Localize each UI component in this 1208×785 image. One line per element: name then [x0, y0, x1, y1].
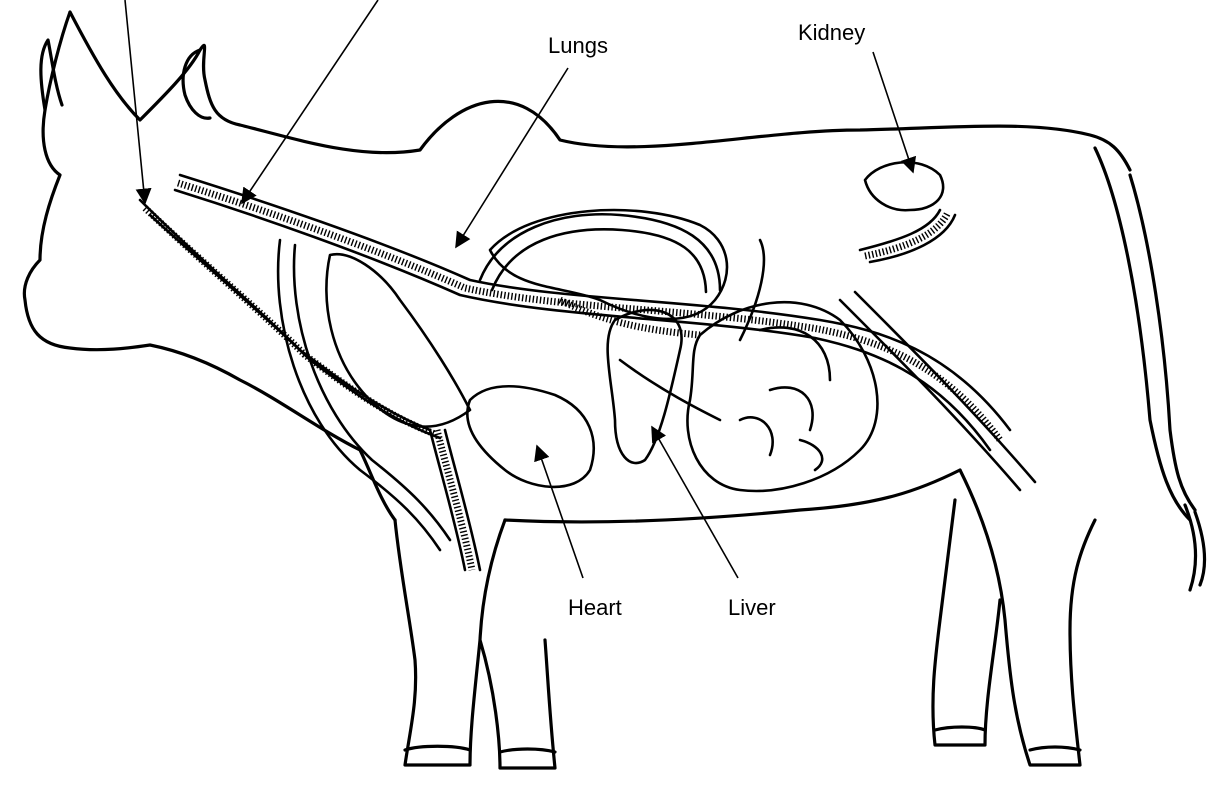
neck-vessel-hatching — [145, 208, 435, 434]
intestine-coils — [740, 327, 830, 470]
cow-belly-outline — [505, 470, 960, 522]
front-leg-vessel-hatching — [437, 430, 472, 570]
leader-heart — [537, 446, 583, 578]
cow-outline — [24, 12, 1204, 768]
label-kidney: Kidney — [798, 20, 865, 45]
intestine-outline — [687, 302, 877, 491]
label-heart: Heart — [568, 595, 622, 620]
pulmonary-arch-inner — [492, 229, 706, 292]
vessels — [140, 175, 1035, 570]
cow-head-back-outline — [24, 12, 1130, 520]
kidney-outline — [865, 162, 943, 210]
cow-front-legs-outline — [395, 520, 555, 768]
leader-top-left — [125, 0, 145, 203]
cow-tail-switch-outline — [1185, 505, 1205, 590]
leader-kidney — [873, 52, 913, 172]
heart-outline — [467, 386, 593, 487]
dorsal-vessel-lower — [175, 190, 990, 450]
front-leg-vessel-b — [445, 430, 480, 570]
renal-vessel-a — [860, 210, 955, 262]
cow-horns-outline — [41, 40, 210, 118]
arch-vessel-b — [294, 245, 450, 540]
lung-lobe-left — [326, 254, 470, 426]
pulmonary-arch — [480, 214, 720, 290]
leader-top-second — [242, 0, 378, 203]
cow-tail-outline — [1095, 148, 1195, 520]
lung-lobe-right — [490, 210, 727, 319]
label-lungs: Lungs — [548, 33, 608, 58]
cow-hind-legs-outline — [933, 470, 1095, 765]
front-leg-vessel-a — [430, 430, 465, 570]
hind-leg-vessel-a — [840, 300, 1020, 490]
cow-hoof-details — [405, 727, 1080, 752]
neck-vessel-a — [140, 200, 430, 430]
leader-liver — [652, 427, 738, 578]
label-liver: Liver — [728, 595, 776, 620]
